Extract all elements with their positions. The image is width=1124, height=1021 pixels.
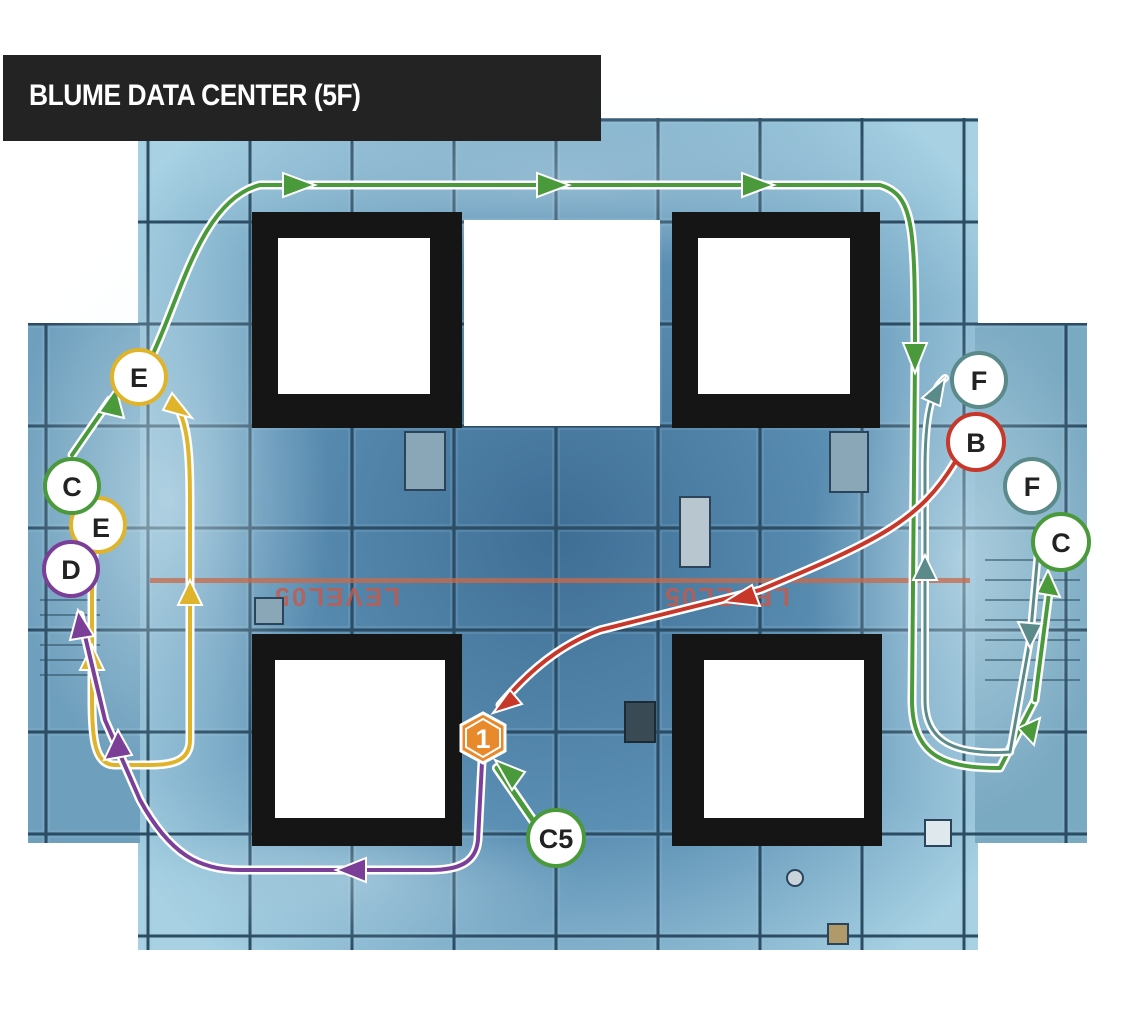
arrow-icon <box>911 552 939 581</box>
marker-f-top-label: F <box>971 366 988 396</box>
objective-marker[interactable]: 1 <box>459 711 507 765</box>
arrow-icon <box>333 856 367 884</box>
marker-e-top-label: E <box>130 363 148 393</box>
title-bar: BLUME DATA CENTER (5F) <box>3 55 601 141</box>
marker-c-left-label: C <box>62 472 82 502</box>
purple-route <box>75 610 487 875</box>
objective-label: 1 <box>475 724 490 754</box>
page-title: BLUME DATA CENTER (5F) <box>29 79 361 112</box>
marker-d-left-label: D <box>61 555 81 585</box>
arrow-icon <box>102 727 134 762</box>
marker-b-label: B <box>966 428 986 458</box>
marker-e-top[interactable]: E <box>110 348 168 406</box>
marker-c-right[interactable]: C <box>1031 512 1091 572</box>
marker-c5-label: C5 <box>539 824 574 854</box>
arrow-icon <box>68 607 96 642</box>
marker-c-right-label: C <box>1051 528 1071 558</box>
arrow-icon <box>536 171 572 199</box>
marker-d-left[interactable]: D <box>42 540 100 598</box>
marker-c5[interactable]: C5 <box>526 808 586 868</box>
red-route <box>495 457 960 710</box>
green-route-arrows <box>97 171 1062 792</box>
red-route-arrows <box>490 583 762 715</box>
arrow-icon <box>490 688 524 715</box>
arrow-icon <box>1035 567 1062 599</box>
marker-f-right-label: F <box>1024 472 1041 502</box>
yellow-route <box>87 395 195 770</box>
teal-route-arrows <box>911 375 1044 651</box>
arrow-icon <box>161 391 195 420</box>
arrow-icon <box>176 577 204 606</box>
marker-b[interactable]: B <box>946 412 1006 472</box>
arrow-icon <box>1016 716 1042 748</box>
marker-f-top[interactable]: F <box>950 351 1008 409</box>
marker-f-right[interactable]: F <box>1003 457 1061 515</box>
marker-c-left[interactable]: C <box>43 457 101 515</box>
floor-marking-left: LEVEL05 <box>273 582 400 612</box>
arrow-icon <box>920 375 947 408</box>
marker-e-left-label: E <box>92 513 110 543</box>
arrow-icon <box>1016 620 1044 651</box>
purple-route-arrows <box>68 607 367 884</box>
arrow-icon <box>741 171 777 199</box>
floor-stripe <box>150 578 970 583</box>
arrow-icon <box>282 171 318 199</box>
arrow-icon <box>901 342 929 376</box>
floor-props <box>254 431 952 945</box>
arrow-icon <box>492 758 527 792</box>
arrow-icon <box>720 583 762 608</box>
server-racks <box>252 212 882 846</box>
